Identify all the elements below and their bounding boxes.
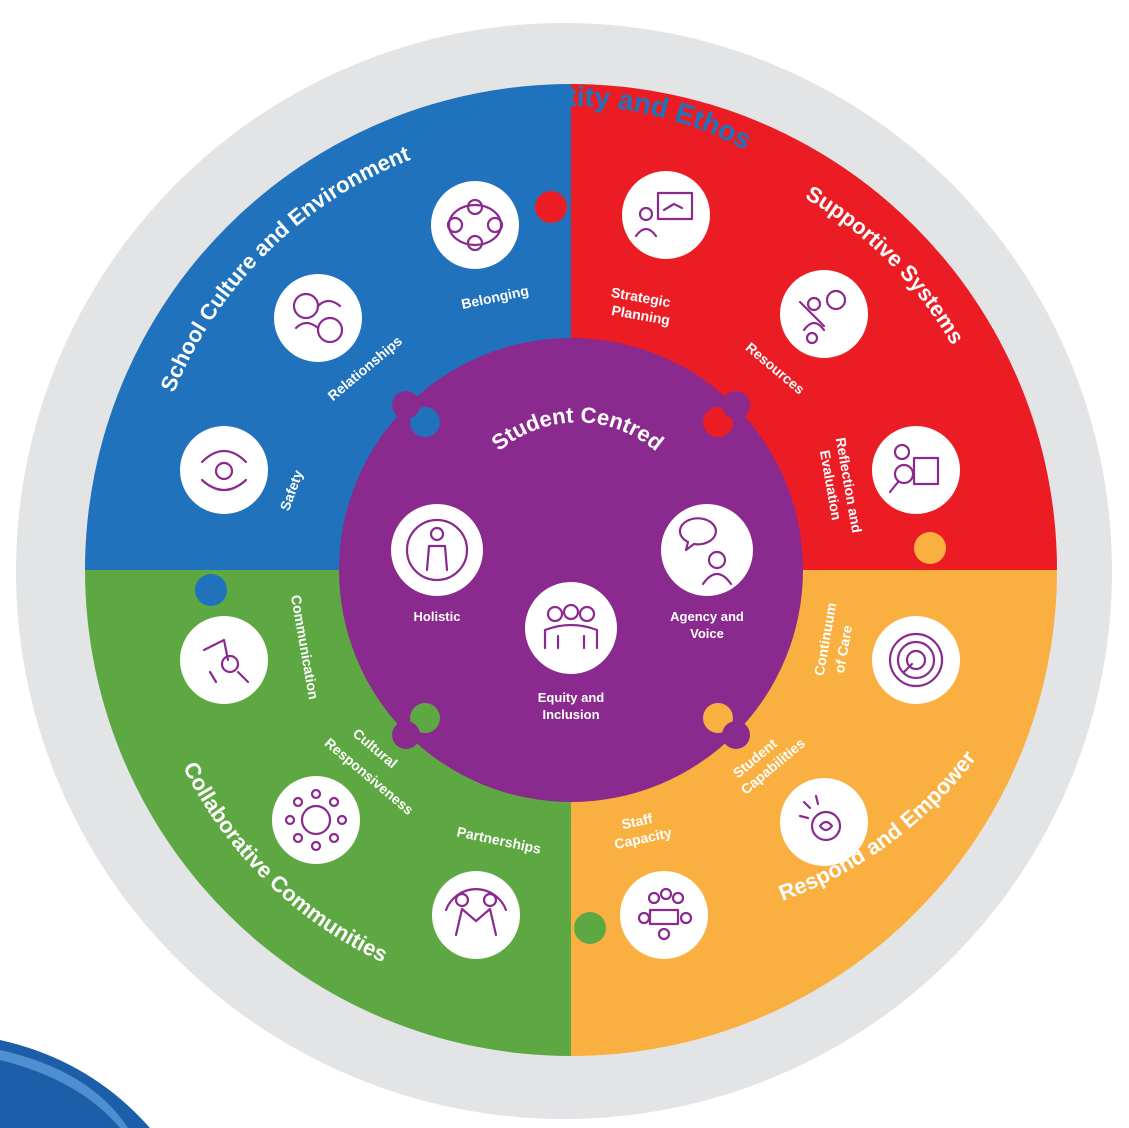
puzzle-connectors [195, 191, 946, 944]
continuum-of-care-icon [872, 616, 960, 704]
inclusion-label: Inclusion [542, 707, 599, 722]
resources-icon [780, 270, 868, 358]
center-puzzle-connectors [392, 391, 750, 749]
agency-voice-icon [661, 504, 753, 596]
agency-label: Agency and [670, 609, 744, 624]
partnerships-icon [432, 871, 520, 959]
strategic-planning-icon [622, 171, 710, 259]
equity-label: Equity and [538, 690, 605, 705]
cultural-responsiveness-icon [272, 776, 360, 864]
staff-capacity-icon [620, 871, 708, 959]
relationships-icon [274, 274, 362, 362]
reflection-evaluation-icon [872, 426, 960, 514]
safety-icon [180, 426, 268, 514]
belonging-icon [431, 181, 519, 269]
staff-label: Staff [620, 810, 654, 832]
communication-icon [180, 616, 268, 704]
student-capabilities-icon [780, 778, 868, 866]
holistic-icon [391, 504, 483, 596]
holistic-label: Holistic [414, 609, 461, 624]
center-circle [339, 338, 803, 802]
decorative-swoosh-light [0, 1050, 128, 1128]
voice-label: Voice [690, 626, 724, 641]
equity-inclusion-icon [525, 582, 617, 674]
